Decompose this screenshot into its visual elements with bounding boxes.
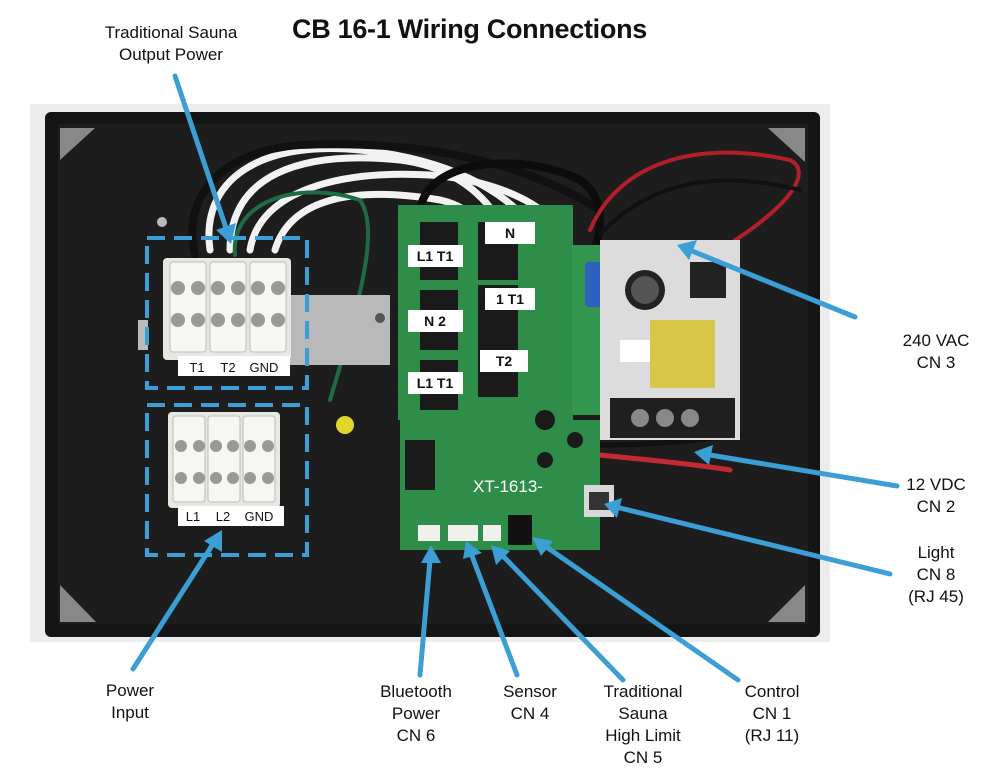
output-terminal-t1: T1 [189,360,204,375]
input-terminal-block: L1 L2 GND [168,412,284,526]
callout-line: CN 3 [916,353,956,372]
callout-line: Input [111,703,149,722]
callout-line: Output Power [119,45,223,64]
board-label: XT-1613- [473,477,543,496]
callout-line: Traditional [603,682,683,701]
callout-control: Control CN 1 (RJ 11) [722,681,822,747]
corner-bracket-bl [60,585,96,622]
callout-high-limit: Traditional Sauna High Limit CN 5 [583,681,703,769]
relay-label-5: T2 [496,353,513,369]
input-block-outline [145,403,309,557]
corner-bracket-br [768,585,805,622]
callout-line: (RJ 45) [908,587,964,606]
callout-line: CN 4 [510,704,550,723]
input-terminal-l2: L2 [216,509,230,524]
output-terminal-block: T1 T2 GND [163,258,291,376]
relay-label-2: N [505,225,515,241]
callout-line: 12 VDC [906,475,966,494]
callout-output-power: Traditional Sauna Output Power [86,22,256,66]
power-supply-module [600,240,740,440]
relay-label-1: L1 T1 [417,248,454,264]
callout-bluetooth: Bluetooth Power CN 6 [361,681,471,747]
callout-line: Bluetooth [380,682,452,701]
callout-line: CN 2 [916,497,956,516]
callout-light: Light CN 8 (RJ 45) [886,542,986,608]
callout-240vac: 240 VAC CN 3 [886,330,986,374]
corner-bracket-tr [768,128,805,162]
output-terminal-t2: T2 [220,360,235,375]
ground-lug [336,416,354,434]
side-tab [138,320,148,350]
relay-label-3: N 2 [424,313,446,329]
output-terminal-gnd: GND [250,360,279,375]
callout-12vdc: 12 VDC CN 2 [886,474,986,518]
callout-line: CN 5 [623,748,663,767]
callout-line: Sensor [503,682,557,701]
callout-sensor: Sensor CN 4 [485,681,575,725]
callout-line: CN 6 [396,726,436,745]
relay-label-4: 1 T1 [496,291,524,307]
screw-hole [157,217,167,227]
page-title: CB 16-1 Wiring Connections [292,14,647,44]
callout-line: Power [391,704,441,723]
callout-line: CN 8 [916,565,956,584]
input-terminal-l1: L1 [186,509,200,524]
bracket-screw [375,313,385,323]
relay-board: L1 T1 N N 2 1 T1 T2 L1 T1 [398,205,605,420]
callout-line: Light [917,543,955,562]
callout-line: 240 VAC [902,331,970,350]
corner-bracket-tl [60,128,95,160]
callout-line: Traditional Sauna [104,23,238,42]
callout-power-input: Power Input [80,680,180,724]
callout-line: CN 1 [752,704,792,723]
callout-arrowheads [204,223,713,565]
control-board: XT-1613- [400,410,614,550]
callout-line: Control [744,682,800,701]
output-block-outline [145,236,309,390]
callout-arrows [130,73,900,683]
wire-bundle [188,140,802,473]
input-terminal-gnd: GND [245,509,274,524]
callout-line: (RJ 11) [744,726,800,745]
relay-label-6: L1 T1 [417,375,454,391]
callout-line: Sauna [618,704,668,723]
callout-line: Power [105,681,155,700]
callout-line: High Limit [605,726,681,745]
